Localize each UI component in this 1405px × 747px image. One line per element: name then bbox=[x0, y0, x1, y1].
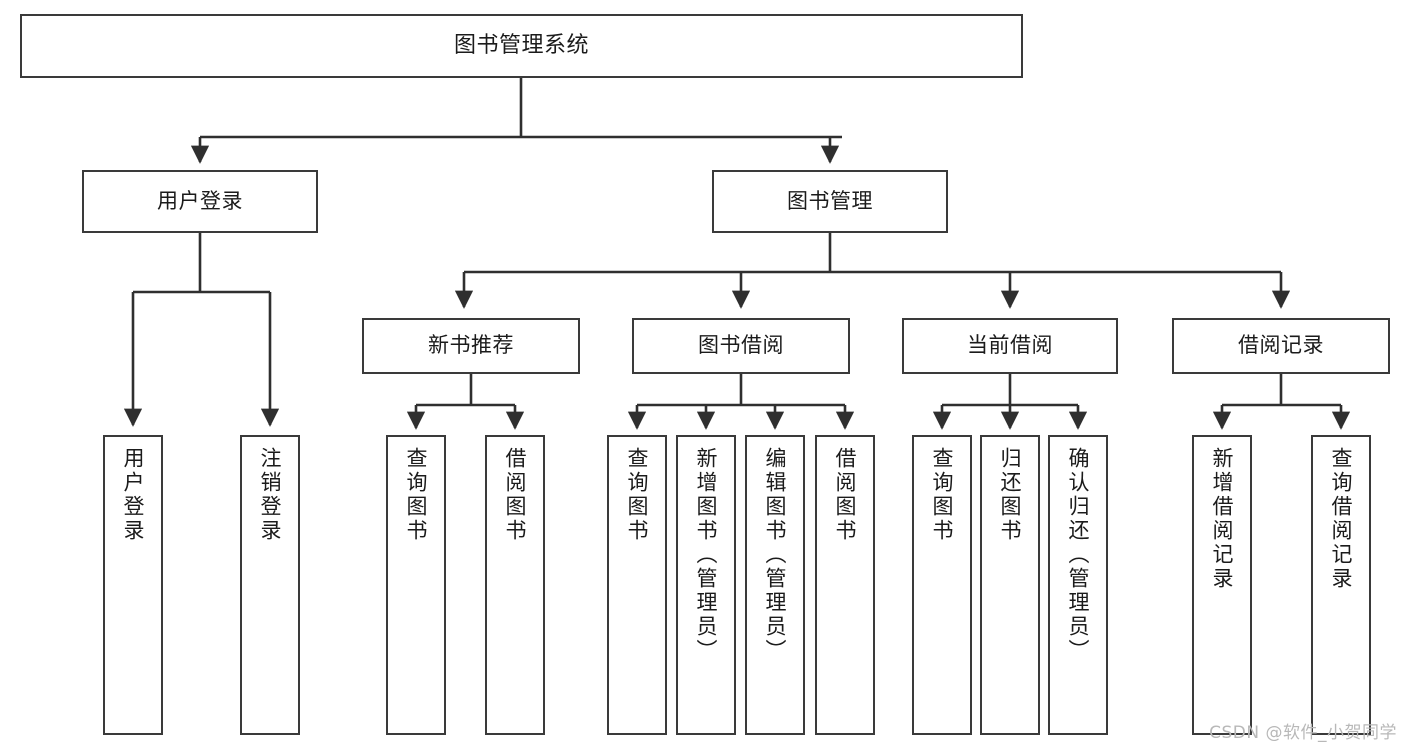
leaf-confirm-return-admin[interactable]: 确认归还（管理员） bbox=[1048, 435, 1108, 735]
node-book-management[interactable]: 图书管理 bbox=[712, 170, 948, 233]
leaf-return-book[interactable]: 归还图书 bbox=[980, 435, 1040, 735]
leaf-borrow-book[interactable]: 借阅图书 bbox=[815, 435, 875, 735]
node-label: 借阅图书 bbox=[503, 447, 528, 543]
csdn-watermark: CSDN @软件_小贺同学 bbox=[1209, 723, 1397, 743]
leaf-user-login[interactable]: 用户登录 bbox=[103, 435, 163, 735]
node-label: 注销登录 bbox=[258, 447, 283, 543]
leaf-query-book-new[interactable]: 查询图书 bbox=[386, 435, 446, 735]
node-label: 查询图书 bbox=[404, 447, 429, 543]
node-label: 用户登录 bbox=[121, 447, 146, 543]
node-new-book-recommendation[interactable]: 新书推荐 bbox=[362, 318, 580, 374]
node-label: 新增图书（管理员） bbox=[694, 447, 719, 663]
node-root-book-management-system[interactable]: 图书管理系统 bbox=[20, 14, 1023, 78]
leaf-query-book-borrow[interactable]: 查询图书 bbox=[607, 435, 667, 735]
node-label: 查询图书 bbox=[625, 447, 650, 543]
node-user-login[interactable]: 用户登录 bbox=[82, 170, 318, 233]
node-borrowing-records[interactable]: 借阅记录 bbox=[1172, 318, 1390, 374]
node-label: 用户登录 bbox=[157, 188, 243, 213]
leaf-add-book-admin[interactable]: 新增图书（管理员） bbox=[676, 435, 736, 735]
node-book-borrowing[interactable]: 图书借阅 bbox=[632, 318, 850, 374]
node-label: 图书管理系统 bbox=[453, 32, 589, 58]
node-label: 确认归还（管理员） bbox=[1066, 447, 1091, 663]
node-label: 图书借阅 bbox=[698, 333, 784, 358]
node-label: 归还图书 bbox=[998, 447, 1023, 543]
leaf-query-book-current[interactable]: 查询图书 bbox=[912, 435, 972, 735]
node-label: 当前借阅 bbox=[967, 333, 1053, 358]
leaf-edit-book-admin[interactable]: 编辑图书（管理员） bbox=[745, 435, 805, 735]
leaf-add-borrow-record[interactable]: 新增借阅记录 bbox=[1192, 435, 1252, 735]
node-label: 查询图书 bbox=[930, 447, 955, 543]
node-label: 借阅记录 bbox=[1238, 333, 1324, 358]
node-label: 图书管理 bbox=[787, 188, 873, 213]
node-label: 新增借阅记录 bbox=[1210, 447, 1235, 591]
leaf-logout[interactable]: 注销登录 bbox=[240, 435, 300, 735]
node-label: 新书推荐 bbox=[428, 333, 514, 358]
node-label: 查询借阅记录 bbox=[1329, 447, 1354, 591]
node-label: 编辑图书（管理员） bbox=[763, 447, 788, 663]
node-label: 借阅图书 bbox=[833, 447, 858, 543]
node-current-borrowing[interactable]: 当前借阅 bbox=[902, 318, 1118, 374]
leaf-query-borrow-record[interactable]: 查询借阅记录 bbox=[1311, 435, 1371, 735]
leaf-borrow-book-new[interactable]: 借阅图书 bbox=[485, 435, 545, 735]
